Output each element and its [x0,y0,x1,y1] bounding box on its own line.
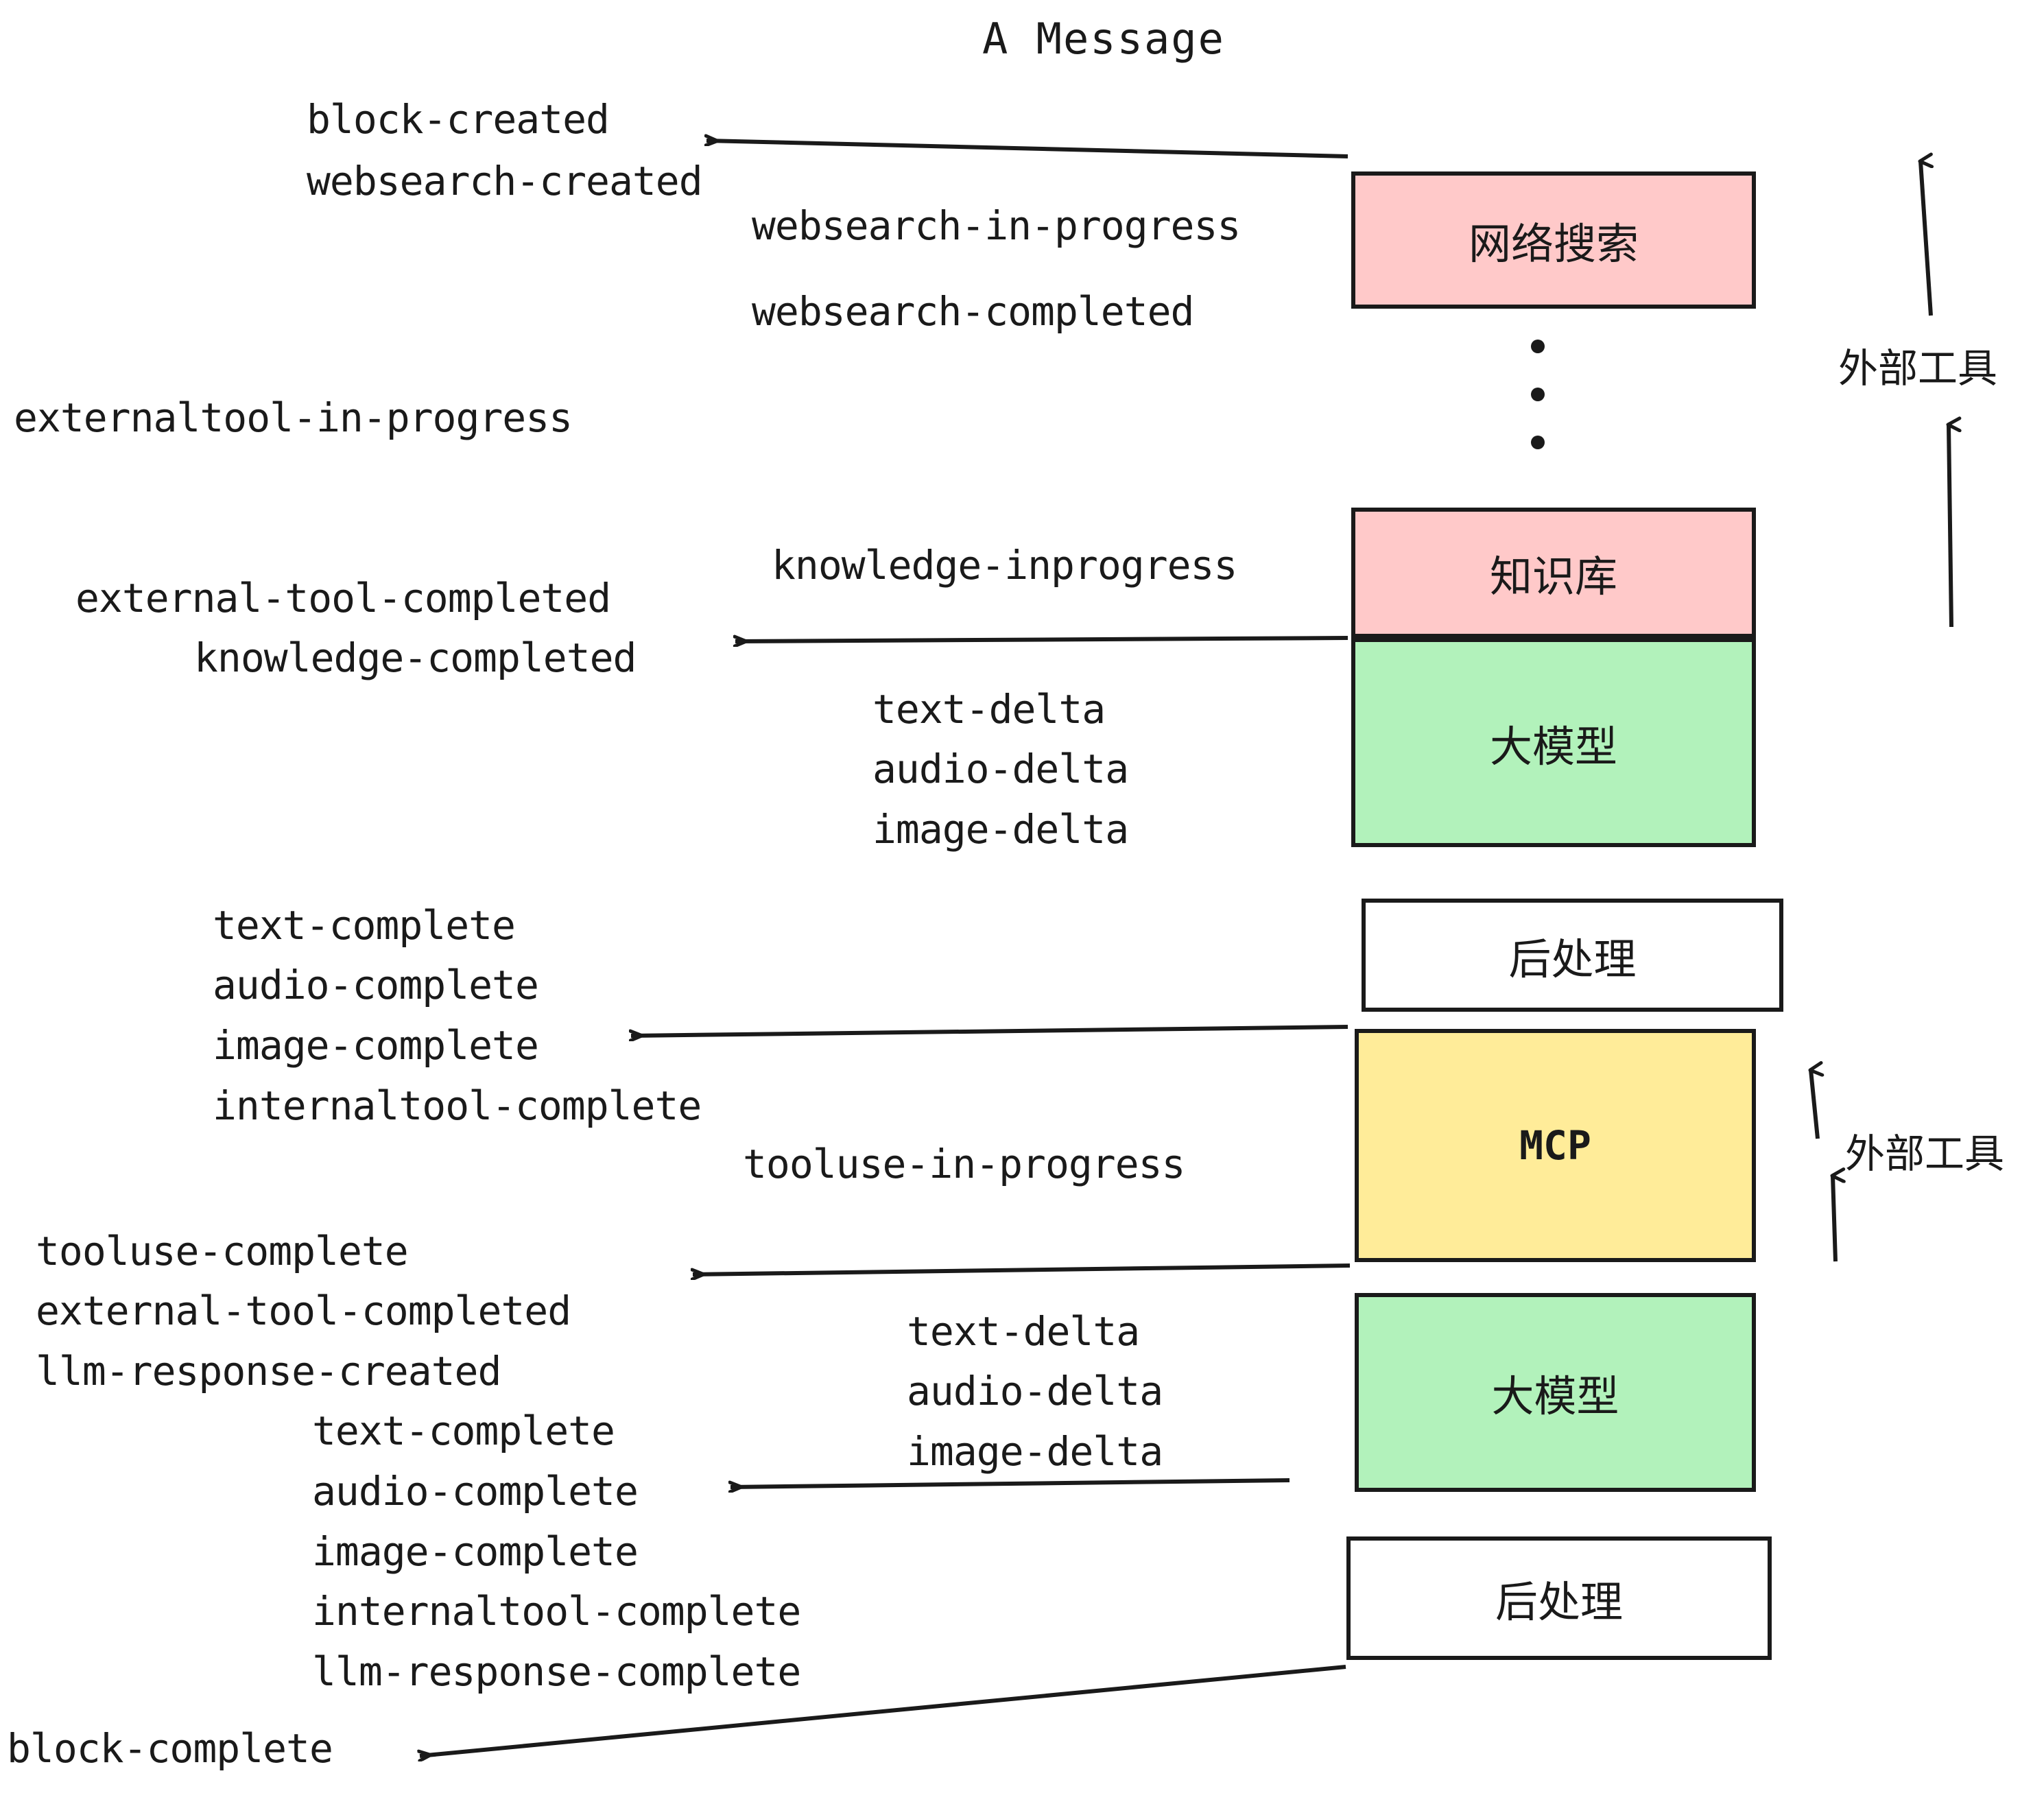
event-image-delta-1: image-delta [872,806,1129,853]
event-websearch-created: websearch-created [307,158,703,204]
event-websearch-in-progress: websearch-in-progress [752,202,1241,249]
box-llm-upper-label: 大模型 [1489,721,1617,772]
box-knowledge-label: 知识库 [1489,551,1617,602]
event-text-complete-1: text-complete [213,902,516,949]
box-llm-lower-label: 大模型 [1491,1371,1619,1421]
event-image-complete-2: image-complete [312,1528,639,1575]
page-title: A Message [982,14,1225,64]
arrow-external-tool-upper-down [1949,425,1951,628]
event-llm-response-created: llm-response-created [36,1348,501,1394]
arrow-websearch-to-created [706,141,1348,158]
event-tooluse-complete: tooluse-complete [36,1228,409,1274]
event-audio-complete-2: audio-complete [312,1468,639,1515]
arrow-llm-upper-to-image-complete [631,1025,1348,1036]
box-mcp-label: MCP [1519,1122,1591,1169]
event-websearch-completed: websearch-completed [752,288,1194,335]
event-external-tool-completed-1: external-tool-completed [75,575,611,621]
event-audio-delta-1: audio-delta [872,746,1129,792]
event-text-delta-1: text-delta [872,686,1106,733]
arrow-external-tool-lower-down [1833,1176,1835,1262]
event-externaltool-in-progress: externaltool-in-progress [14,394,573,441]
arrow-mcp-to-tooluse-complete [693,1263,1351,1274]
event-text-complete-2: text-complete [312,1408,615,1454]
event-knowledge-inprogress: knowledge-inprogress [772,542,1237,589]
vertical-ellipsis-icon [1530,340,1546,449]
annotation-external-tool-upper: 外部工具 [1838,345,1998,392]
box-websearch: 网络搜索 [1351,171,1756,309]
event-block-created: block-created [307,96,610,143]
box-postprocess-upper-label: 后处理 [1508,934,1637,984]
event-external-tool-completed-2: external-tool-completed [36,1287,571,1334]
arrow-external-tool-upper-up [1921,161,1931,316]
box-postprocess-lower: 后处理 [1346,1536,1772,1660]
event-internaltool-complete-1: internaltool-complete [213,1082,702,1129]
box-llm-upper: 大模型 [1351,638,1756,847]
event-llm-response-complete: llm-response-complete [312,1648,801,1695]
event-text-delta-2: text-delta [907,1308,1140,1355]
arrow-llm-lower-to-audio-complete [730,1478,1290,1487]
event-internaltool-complete-2: internaltool-complete [312,1588,801,1635]
box-postprocess-lower-label: 后处理 [1495,1577,1623,1627]
event-image-delta-2: image-delta [907,1428,1163,1475]
event-knowledge-completed: knowledge-completed [194,634,637,681]
annotation-external-tool-lower: 外部工具 [1845,1130,2005,1177]
arrow-external-tool-lower-up [1811,1070,1818,1139]
box-mcp: MCP [1355,1029,1756,1262]
box-knowledge: 知识库 [1351,508,1756,638]
arrow-knowledge-to-completed [735,638,1348,641]
event-audio-delta-2: audio-delta [907,1368,1163,1414]
event-image-complete-1: image-complete [213,1022,539,1069]
box-llm-lower: 大模型 [1355,1293,1756,1492]
box-websearch-label: 网络搜索 [1468,219,1639,269]
event-block-complete: block-complete [7,1725,333,1772]
event-audio-complete-1: audio-complete [213,962,539,1008]
event-tooluse-in-progress: tooluse-in-progress [743,1141,1185,1187]
box-postprocess-upper: 后处理 [1362,899,1783,1012]
